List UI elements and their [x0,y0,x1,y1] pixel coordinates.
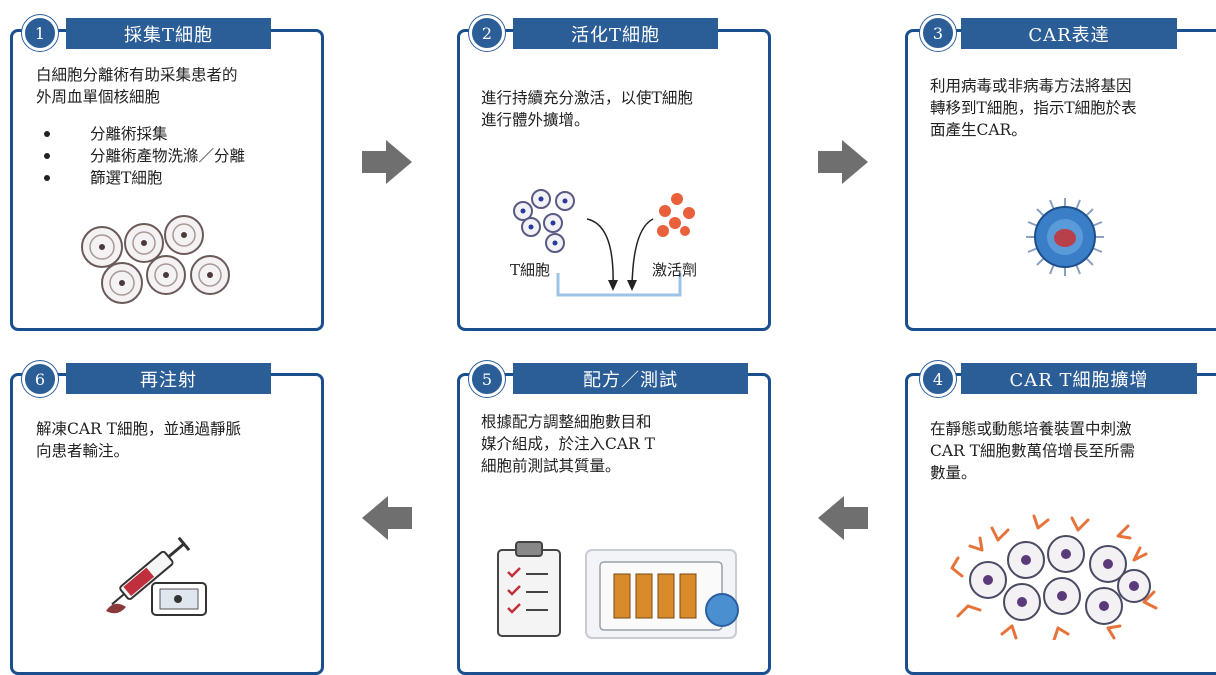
step-3-description: 利用病毒或非病毒方法將基因 轉移到T細胞，指示T細胞於表 面產生CAR。 [930,77,1137,139]
step-5-title: 配方／測試 [513,363,748,394]
formulation-test-illustration [497,541,739,639]
arrow-right-2-to-3 [818,140,868,184]
step-2-description: 進行持續充分激活，以使T細胞 進行體外擴增。 [481,89,693,129]
step-1-description: 白細胞分離術有助采集患者的 外周血單個核細胞 [36,66,238,106]
step-1-bullet-list: 分離術採集 分離術產物洗滌／分離 篩選T細胞 [36,123,245,189]
arrow-right-1-to-2 [362,140,412,184]
step-3-panel [905,29,1216,331]
step-4-description: 在靜態或動態培養裝置中刺激 CAR T細胞數萬倍增長至所需 數量。 [930,420,1135,482]
step-6-title: 再注射 [66,363,271,394]
step-4-number-badge: 4 [920,361,956,397]
step-4-title: CAR T細胞擴增 [961,363,1197,394]
arrow-left-6-from-5 [362,496,412,540]
expanded-car-t-cells-illustration [950,514,1158,640]
step-1-bullet-2: 分離術產物洗滌／分離 [36,145,245,167]
t-cells-illustration [81,215,230,304]
step-1-bullet-3: 篩選T細胞 [36,167,245,189]
injection-illustration [106,536,207,616]
step-1-title: 採集T細胞 [66,18,271,49]
step-5-description: 根據配方調整細胞數目和 媒介組成，於注入CAR T 細胞前測試其質量。 [481,413,655,475]
arrow-left-5-from-4 [818,496,868,540]
step-6-description: 解凍CAR T細胞，並通過靜脈 向患者輸注。 [36,420,241,460]
tcell-label: T細胞 [510,261,551,279]
step-4-panel [905,373,1216,675]
step-2-number-badge: 2 [469,15,505,51]
activation-illustration [513,189,695,297]
step-5-number-badge: 5 [469,361,505,397]
step-1-bullet-1: 分離術採集 [36,123,245,145]
step-6-number-badge: 6 [22,361,58,397]
step-2-title: 活化T細胞 [513,18,718,49]
step-1-number-badge: 1 [22,15,58,51]
activator-label: 激活劑 [652,261,698,279]
step-3-title: CAR表達 [961,18,1177,49]
car-t-cell-illustration [1026,198,1104,276]
step-3-number-badge: 3 [920,15,956,51]
